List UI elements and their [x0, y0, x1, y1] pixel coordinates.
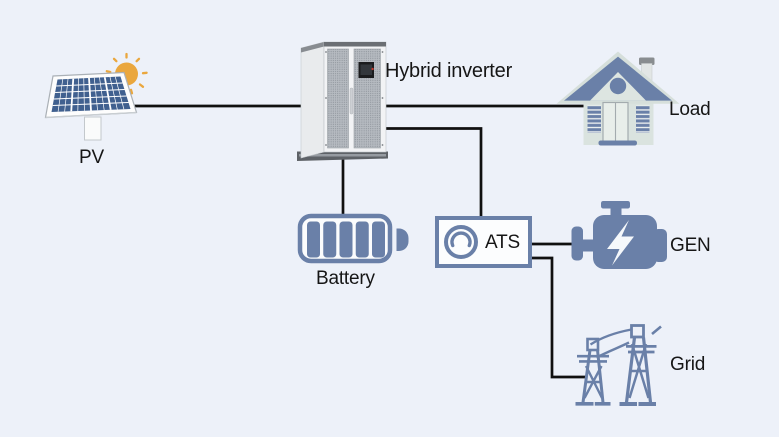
solar-panel-icon [44, 71, 138, 141]
ats-box [435, 216, 532, 268]
pv-label: PV [79, 147, 104, 168]
ats-label: ATS [485, 232, 520, 253]
sun-icon [105, 52, 148, 95]
inverter-cabinet-icon [297, 41, 388, 161]
connector-lines [134, 104, 590, 379]
shutter-window-left [587, 105, 601, 133]
grid-label: Grid [670, 354, 706, 375]
connector-ats-grid [530, 256, 586, 379]
house-icon [556, 51, 680, 146]
connector-inverter-ats [384, 127, 483, 219]
grid-towers-icon [575, 324, 662, 406]
battery-icon [297, 213, 409, 264]
lightning-bolt-icon [607, 220, 634, 266]
tower-right [619, 324, 662, 406]
tower-left [575, 337, 611, 406]
generator-engine-icon [571, 201, 667, 269]
gen-label: GEN [670, 235, 711, 256]
inverter-display [358, 62, 374, 78]
inverter-label: Hybrid inverter [385, 60, 513, 82]
ats-meter-icon [444, 225, 478, 259]
battery-label: Battery [316, 268, 375, 289]
gable-window-icon [609, 77, 627, 95]
pv-node-icon [44, 52, 148, 141]
house-door [598, 101, 637, 146]
load-label: Load [669, 99, 711, 120]
shutter-window-right [636, 105, 650, 133]
inverter-screws [325, 51, 384, 146]
